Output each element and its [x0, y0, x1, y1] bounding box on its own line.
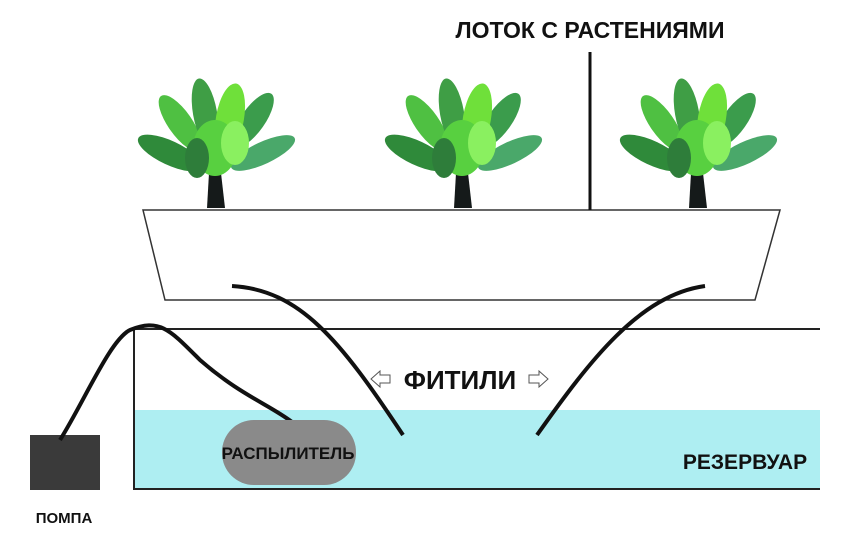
arrow-right-icon	[528, 369, 549, 389]
pump-tube	[58, 323, 294, 442]
plant-tray	[142, 209, 781, 301]
pump-box	[30, 435, 100, 490]
arrow-left-icon	[370, 369, 391, 389]
wicks-label: ФИТИЛИ	[404, 365, 516, 395]
plant-1	[133, 76, 300, 208]
wick-left	[231, 284, 405, 437]
sprayer-label: РАСПЫЛИТЕЛЬ	[222, 444, 355, 463]
reservoir-outline	[133, 328, 820, 490]
plant-2	[380, 76, 547, 208]
plant-3	[615, 76, 782, 208]
wick-right	[535, 284, 706, 437]
pump-label: ПОМПА	[36, 510, 93, 527]
reservoir-label: РЕЗЕРВУАР	[683, 451, 807, 474]
sprayer-stone	[222, 420, 356, 485]
tray-label: ЛОТОК С РАСТЕНИЯМИ	[456, 17, 725, 43]
